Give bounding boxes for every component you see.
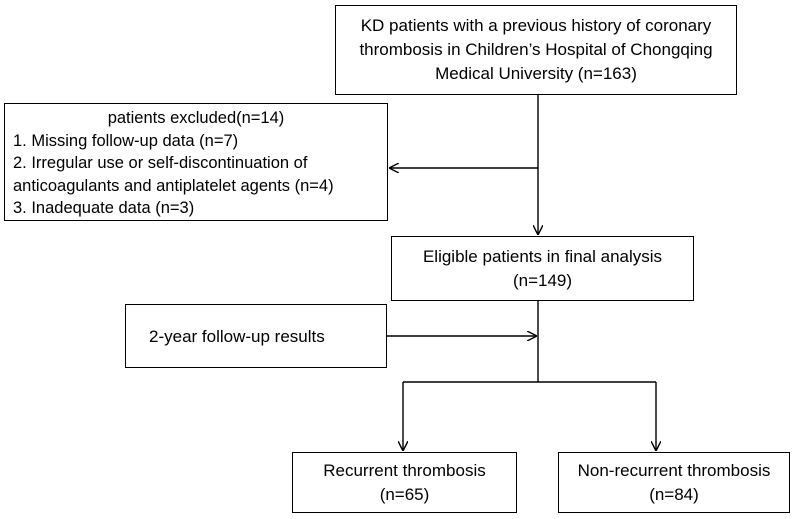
- nonrecurrent-line-1: Non-recurrent thrombosis: [577, 461, 771, 480]
- nonrecurrent-box: Non-recurrent thrombosis (n=84): [558, 452, 790, 513]
- excluded-box: patients excluded(n=14) 1. Missing follo…: [4, 103, 388, 221]
- excluded-title: patients excluded(n=14): [107, 109, 285, 127]
- followup-box: 2-year follow-up results: [125, 304, 387, 368]
- cohort-line-1: KD patients with a previous history of c…: [360, 16, 712, 35]
- recurrent-box: Recurrent thrombosis (n=65): [292, 452, 517, 513]
- excluded-item-2: 2. Irregular use or self-discontinuation…: [13, 154, 308, 172]
- excluded-item-2-cont: anticoagulants and antiplatelet agents (…: [13, 176, 334, 195]
- eligible-line-1: Eligible patients in final analysis: [422, 247, 663, 266]
- followup-label: 2-year follow-up results: [149, 327, 325, 346]
- nonrecurrent-line-2: (n=84): [649, 485, 699, 504]
- cohort-box: KD patients with a previous history of c…: [335, 5, 737, 95]
- recurrent-line-1: Recurrent thrombosis: [323, 461, 486, 480]
- cohort-line-2: thrombosis in Children’s Hospital of Cho…: [359, 40, 713, 59]
- excluded-item-3: 3. Inadequate data (n=3): [13, 199, 195, 217]
- recurrent-line-2: (n=65): [379, 485, 430, 504]
- excluded-item-1: 1. Missing follow-up data (n=7): [13, 131, 239, 150]
- cohort-line-3: Medical University (n=163): [435, 64, 637, 83]
- eligible-line-2: (n=149): [512, 271, 573, 290]
- eligible-box: Eligible patients in final analysis (n=1…: [391, 236, 694, 301]
